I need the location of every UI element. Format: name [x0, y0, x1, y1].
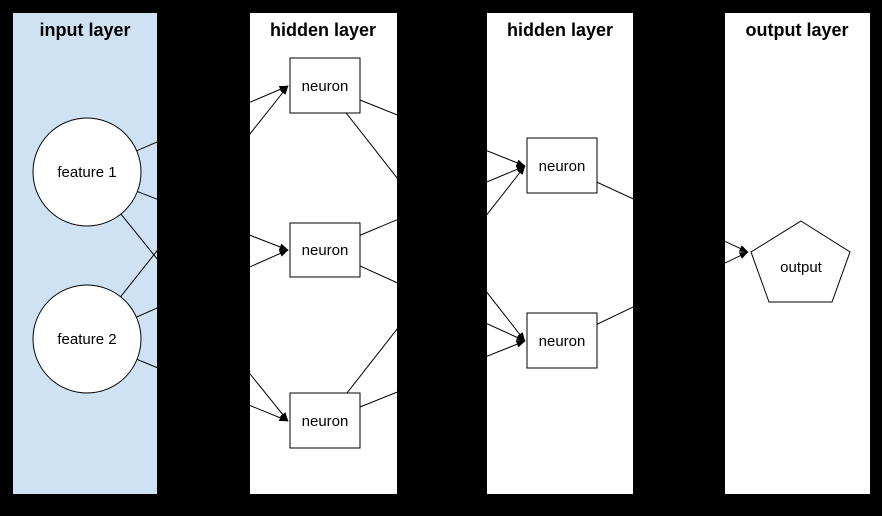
hidden1-neuron-3-label: neuron [302, 413, 349, 430]
output-node-label: output [780, 259, 823, 276]
hidden1-neuron-2-label: neuron [302, 242, 349, 259]
input-layer-panel [13, 13, 157, 494]
hidden1-neuron-2-node [289, 222, 361, 278]
hidden-layer-2-title: hidden layer [507, 20, 613, 40]
hidden2-neuron-2-node [526, 312, 598, 369]
feature-1-node [32, 117, 142, 227]
hidden-layer-2-panel [487, 13, 633, 494]
output-layer-title: output layer [745, 20, 848, 40]
hidden2-neuron-1-label: neuron [539, 158, 586, 175]
output-pentagon-node [750, 220, 851, 303]
hidden2-neuron-1-node [526, 137, 598, 194]
hidden1-neuron-1-node [289, 57, 361, 114]
hidden-layer-1-title: hidden layer [270, 20, 376, 40]
feature-1-label: feature 1 [57, 164, 116, 181]
feature-2-label: feature 2 [57, 331, 116, 348]
hidden2-neuron-2-label: neuron [539, 333, 586, 350]
feature-2-node [32, 284, 142, 394]
hidden1-neuron-1-label: neuron [302, 78, 349, 95]
input-layer-title: input layer [39, 20, 130, 40]
hidden1-neuron-3-node [289, 392, 361, 449]
